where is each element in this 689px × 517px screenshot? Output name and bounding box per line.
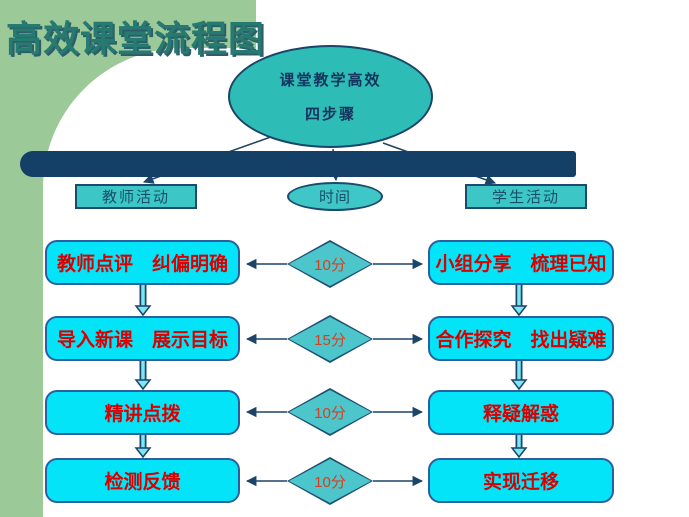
page-title: 高效课堂流程图	[6, 19, 266, 59]
diamond-fill: 15分	[289, 317, 371, 361]
connector-arrow	[510, 434, 528, 459]
time-diamond-2: 15分	[287, 315, 373, 363]
teacher-step-1-label: 教师点评 纠偏明确	[56, 254, 228, 275]
diamond-fill: 10分	[289, 390, 371, 434]
diamond-fill: 10分	[289, 459, 371, 503]
teacher-step-3-label: 精讲点拨	[104, 404, 181, 425]
teacher-step-2-label: 导入新课 展示目标	[56, 330, 228, 351]
header-student-activity: 学生活动	[465, 184, 587, 209]
connector-arrow	[134, 360, 152, 391]
student-step-4-label: 实现迁移	[482, 472, 559, 493]
student-step-1-label: 小组分享 梳理已知	[435, 254, 607, 275]
vertical-connectors	[134, 284, 528, 459]
header-student-label: 学生活动	[491, 190, 560, 206]
overview-line2: 四步骤	[304, 106, 356, 123]
time-diamond-1: 10分	[287, 240, 373, 288]
time-diamond-2-label: 15分	[314, 331, 346, 349]
teacher-step-4: 检测反馈	[45, 458, 240, 503]
connector-arrow	[510, 360, 528, 391]
header-time-label: 时间	[318, 190, 351, 206]
header-teacher-activity: 教师活动	[75, 184, 197, 209]
student-step-3: 释疑解惑	[428, 390, 614, 435]
connector-arrow	[510, 284, 528, 317]
student-step-4: 实现迁移	[428, 458, 614, 503]
student-step-3-label: 释疑解惑	[482, 404, 559, 425]
diamond-fill: 10分	[289, 242, 371, 286]
teacher-step-2: 导入新课 展示目标	[45, 316, 240, 361]
teacher-step-3: 精讲点拨	[45, 390, 240, 435]
student-step-2: 合作探究 找出疑难	[428, 316, 614, 361]
time-diamond-1-label: 10分	[314, 256, 346, 274]
time-diamond-3-label: 10分	[314, 404, 346, 422]
header-teacher-label: 教师活动	[101, 190, 170, 206]
connector-arrow	[134, 434, 152, 459]
student-step-2-label: 合作探究 找出疑难	[435, 330, 607, 351]
header-time: 时间	[287, 182, 383, 211]
time-diamond-4-label: 10分	[314, 473, 346, 491]
overview-line1: 课堂教学高效	[279, 72, 382, 89]
time-diamond-4: 10分	[287, 457, 373, 505]
connector-arrow	[134, 284, 152, 317]
diamond-arrows	[245, 258, 424, 487]
teacher-step-1: 教师点评 纠偏明确	[45, 240, 240, 285]
time-diamond-3: 10分	[287, 388, 373, 436]
student-step-1: 小组分享 梳理已知	[428, 240, 614, 285]
overview-ellipse: 课堂教学高效 四步骤	[228, 45, 433, 148]
divider-bar	[20, 151, 576, 177]
teacher-step-4-label: 检测反馈	[104, 472, 181, 493]
